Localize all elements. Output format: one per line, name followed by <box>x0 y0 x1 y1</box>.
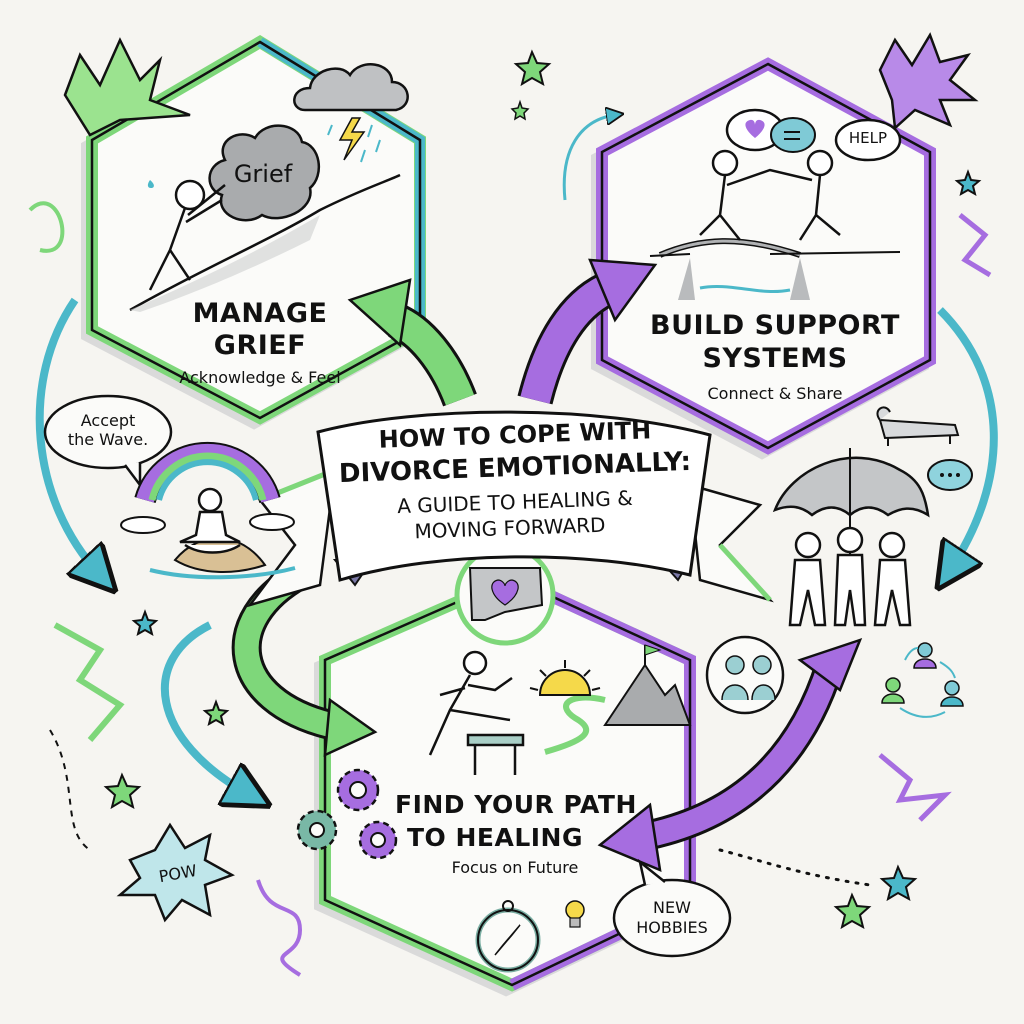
dotted-trail-icon <box>718 848 872 887</box>
purple-burst-right-icon <box>878 753 952 822</box>
build-support-title-line1: BUILD SUPPORT <box>650 310 900 341</box>
hurdle-runner-icon <box>428 650 606 775</box>
hexagon-build-support <box>591 57 936 460</box>
dashed-trail-icon <box>49 729 91 851</box>
green-arrow-to-grief <box>347 278 477 407</box>
umbrella-group-icon <box>772 448 930 627</box>
purple-arrow-to-support <box>517 258 658 405</box>
sad-person-icon <box>174 179 206 211</box>
build-support-title-line2: SYSTEMS <box>702 343 848 374</box>
teal-arrow-right-icon <box>940 307 998 570</box>
grief-boulder-illustration <box>129 124 401 312</box>
find-path-title-line1: FIND YOUR PATH <box>395 790 637 819</box>
purple-sparkle-icon <box>958 213 992 278</box>
new-hobbies-bubble <box>612 858 732 958</box>
sun-icon <box>529 660 601 696</box>
accept-wave-bubble <box>43 394 173 489</box>
accept-wave-line2: the Wave. <box>67 430 149 449</box>
teal-double-arrow-icon <box>160 621 250 795</box>
star-icon <box>103 49 982 930</box>
meditating-person-icon <box>149 487 296 580</box>
storm-cloud-icon <box>293 63 409 163</box>
teal-arrow-left-icon <box>35 297 100 575</box>
lightbulb-icon <box>565 900 585 928</box>
purple-squiggle-icon <box>256 879 303 977</box>
new-hobbies-line1: NEW <box>653 898 691 917</box>
title-banner <box>246 410 774 608</box>
broken-heart-map-icon <box>454 544 556 646</box>
find-path-subtitle: Focus on Future <box>451 858 579 877</box>
couch-icon <box>876 406 960 446</box>
therapy-circle-icon <box>705 635 785 715</box>
help-speech-bubble <box>834 118 902 162</box>
help-bubble-label: HELP <box>848 129 888 147</box>
manage-grief-title-line2: GRIEF <box>213 330 307 361</box>
bridge-icon <box>649 238 901 300</box>
accept-wave-line1: Accept <box>80 411 136 430</box>
mountain-flag-icon <box>603 644 692 726</box>
find-path-title-line2: TO HEALING <box>406 823 584 852</box>
burst-green-icon <box>63 37 191 137</box>
green-squiggle-icon <box>28 201 65 253</box>
gears-icon <box>296 768 398 860</box>
build-support-subtitle: Connect & Share <box>707 384 843 403</box>
hexagon-manage-grief <box>81 35 426 430</box>
lightning-icon <box>338 117 366 161</box>
manage-grief-subtitle: Acknowledge & Feel <box>179 368 341 387</box>
ellipsis-speech-bubble-icon <box>927 459 973 491</box>
burst-purple-icon <box>878 32 979 131</box>
purple-double-arrow <box>597 637 863 873</box>
grief-boulder-label: Grief <box>233 160 293 188</box>
chat-bubble-icon <box>770 117 816 153</box>
teal-small-arrow-icon <box>562 115 615 201</box>
new-hobbies-line2: HOBBIES <box>636 918 708 937</box>
compass-icon <box>475 900 541 973</box>
manage-grief-title-line1: MANAGE <box>192 298 328 329</box>
hexagon-find-path <box>314 571 696 997</box>
green-zigzag-icon <box>53 622 125 742</box>
two-people-helping-icon <box>699 149 841 241</box>
people-cycle-icon <box>881 642 964 718</box>
pow-burst-icon <box>116 822 235 923</box>
rainbow-icon <box>120 441 295 534</box>
